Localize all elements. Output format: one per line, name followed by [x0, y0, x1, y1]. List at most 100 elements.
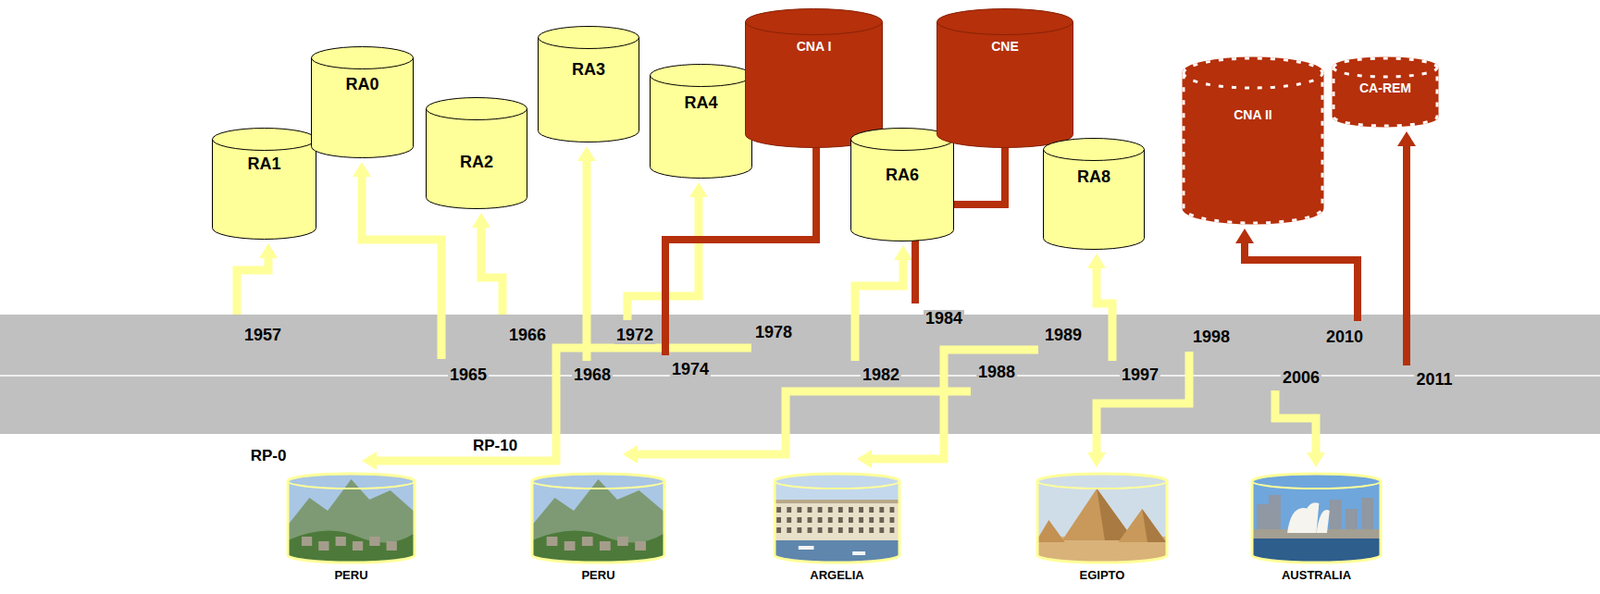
sky — [285, 471, 417, 565]
band-divider — [0, 374, 1600, 377]
window — [786, 507, 792, 513]
country-name: PERU — [334, 569, 368, 583]
year-label: 1966 — [507, 326, 548, 345]
timeline-connector — [1096, 351, 1190, 453]
cylinder-outline — [532, 473, 665, 563]
timeline-connector — [1244, 243, 1358, 322]
cylinder-shape — [850, 127, 955, 242]
research-reactor: RA4 — [649, 63, 753, 179]
boat — [852, 551, 866, 556]
cylinder-rim — [1183, 73, 1323, 88]
country-name: ARGELIA — [809, 569, 865, 583]
year-label: 1965 — [447, 366, 489, 385]
year-label: 1997 — [1119, 366, 1161, 385]
cylinder-body — [1183, 58, 1323, 224]
cylinder-rim — [1333, 67, 1438, 77]
label-holder: 2011 — [1369, 371, 1500, 389]
reactor-code: RP-0 — [248, 447, 289, 465]
research-reactor: RA1 — [211, 127, 317, 240]
window — [868, 507, 874, 513]
cylinder-body — [1043, 138, 1145, 250]
country-name: PERU — [581, 569, 615, 583]
site-picture — [1035, 471, 1169, 565]
year-label: 1988 — [976, 363, 1018, 382]
ruin — [617, 536, 629, 546]
cylinder-rim — [212, 139, 317, 151]
timeline-connector — [481, 227, 503, 315]
building — [772, 499, 902, 541]
cylinder-rim — [937, 22, 1074, 36]
label-holder: 1998 — [1146, 328, 1277, 347]
window — [848, 517, 854, 523]
cylinder-rim — [851, 139, 955, 151]
window — [807, 517, 813, 523]
cylinder-rim — [1252, 481, 1381, 489]
cylinder-body — [851, 128, 955, 242]
ruin — [546, 536, 559, 546]
year-label: 1989 — [1042, 326, 1084, 345]
city-block — [1268, 495, 1281, 534]
timeline-connector — [1402, 146, 1411, 366]
timeline-connector — [376, 347, 752, 461]
year-label: 1984 — [923, 310, 965, 328]
cylinder-body — [426, 98, 528, 210]
arrowhead — [352, 161, 372, 177]
ruin — [564, 541, 576, 551]
timeline-connector — [855, 260, 904, 361]
window — [796, 527, 802, 534]
window — [858, 527, 864, 534]
window — [776, 517, 782, 523]
roof — [772, 499, 902, 504]
cylinder-rim — [650, 75, 753, 87]
window — [858, 507, 864, 513]
arrowhead — [259, 243, 278, 259]
label-holder: 1984 — [879, 310, 1009, 328]
arrowhead — [577, 146, 596, 162]
window — [828, 507, 833, 513]
arrowhead — [622, 445, 638, 464]
ruin — [582, 536, 594, 546]
pyramid — [1062, 488, 1135, 541]
arrowhead — [1235, 228, 1254, 244]
window — [786, 517, 792, 523]
cylinder-rim — [538, 37, 640, 50]
cylinder-body — [311, 47, 414, 159]
window — [838, 507, 844, 513]
cylinder-body — [745, 9, 883, 149]
cylinder-shape — [772, 471, 902, 565]
export-reactor-site: ARGELIA — [772, 471, 902, 589]
cylinder-rim — [1043, 149, 1145, 162]
year-label: 1978 — [753, 323, 794, 342]
arrowhead — [1087, 253, 1106, 269]
timeline-connector — [361, 176, 442, 360]
export-reactor-site: AUSTRALIA — [1250, 471, 1383, 589]
cylinder-rim — [532, 481, 665, 489]
window — [818, 517, 823, 523]
window — [818, 507, 823, 513]
reactor-name: RA8 — [1077, 167, 1111, 187]
ruin — [599, 541, 611, 551]
cylinder-body — [538, 26, 640, 143]
cylinder-shape — [530, 471, 667, 565]
site-picture — [1250, 471, 1383, 565]
site-picture — [772, 471, 902, 565]
export-reactor-site: PERU — [530, 471, 667, 589]
reactor-name: RA2 — [459, 152, 494, 173]
window — [848, 527, 854, 534]
export-reactor-site: PERU — [285, 471, 417, 589]
label-holder: 1957 — [198, 326, 328, 345]
window — [828, 527, 833, 534]
cylinder-shape — [1035, 471, 1169, 565]
ruin — [335, 536, 347, 546]
cylinder-body — [212, 128, 317, 240]
label-holder: 1989 — [998, 326, 1129, 345]
opera-sail — [1300, 502, 1319, 534]
cylinder-shape — [1181, 56, 1325, 225]
site-picture — [530, 471, 667, 565]
cylinder-rim — [311, 58, 414, 70]
arrowhead — [893, 245, 913, 261]
reactor-name: RA6 — [885, 165, 919, 186]
site-picture — [285, 471, 417, 565]
power-plant: CNA II — [1181, 56, 1325, 225]
